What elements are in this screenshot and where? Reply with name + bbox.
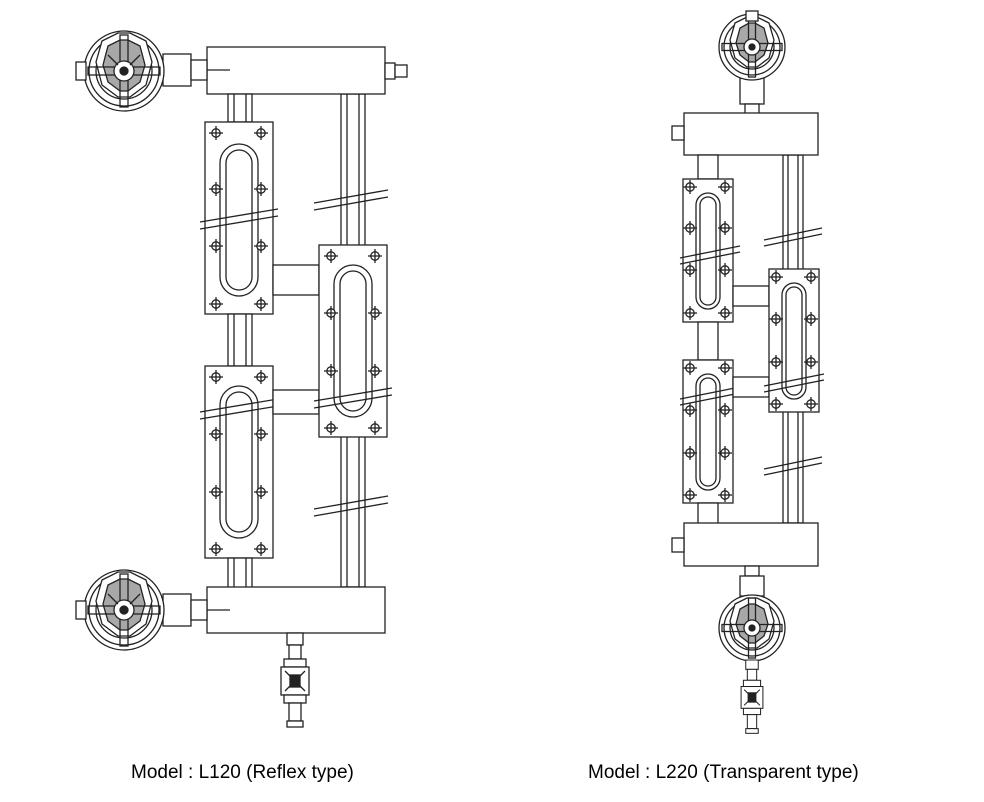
model-l120-caption: Model : L120 (Reflex type) (131, 762, 354, 783)
model-l120-drawing (75, 30, 408, 728)
model-l220-drawing (671, 10, 825, 734)
model-l220-caption: Model : L220 (Transparent type) (588, 762, 859, 783)
